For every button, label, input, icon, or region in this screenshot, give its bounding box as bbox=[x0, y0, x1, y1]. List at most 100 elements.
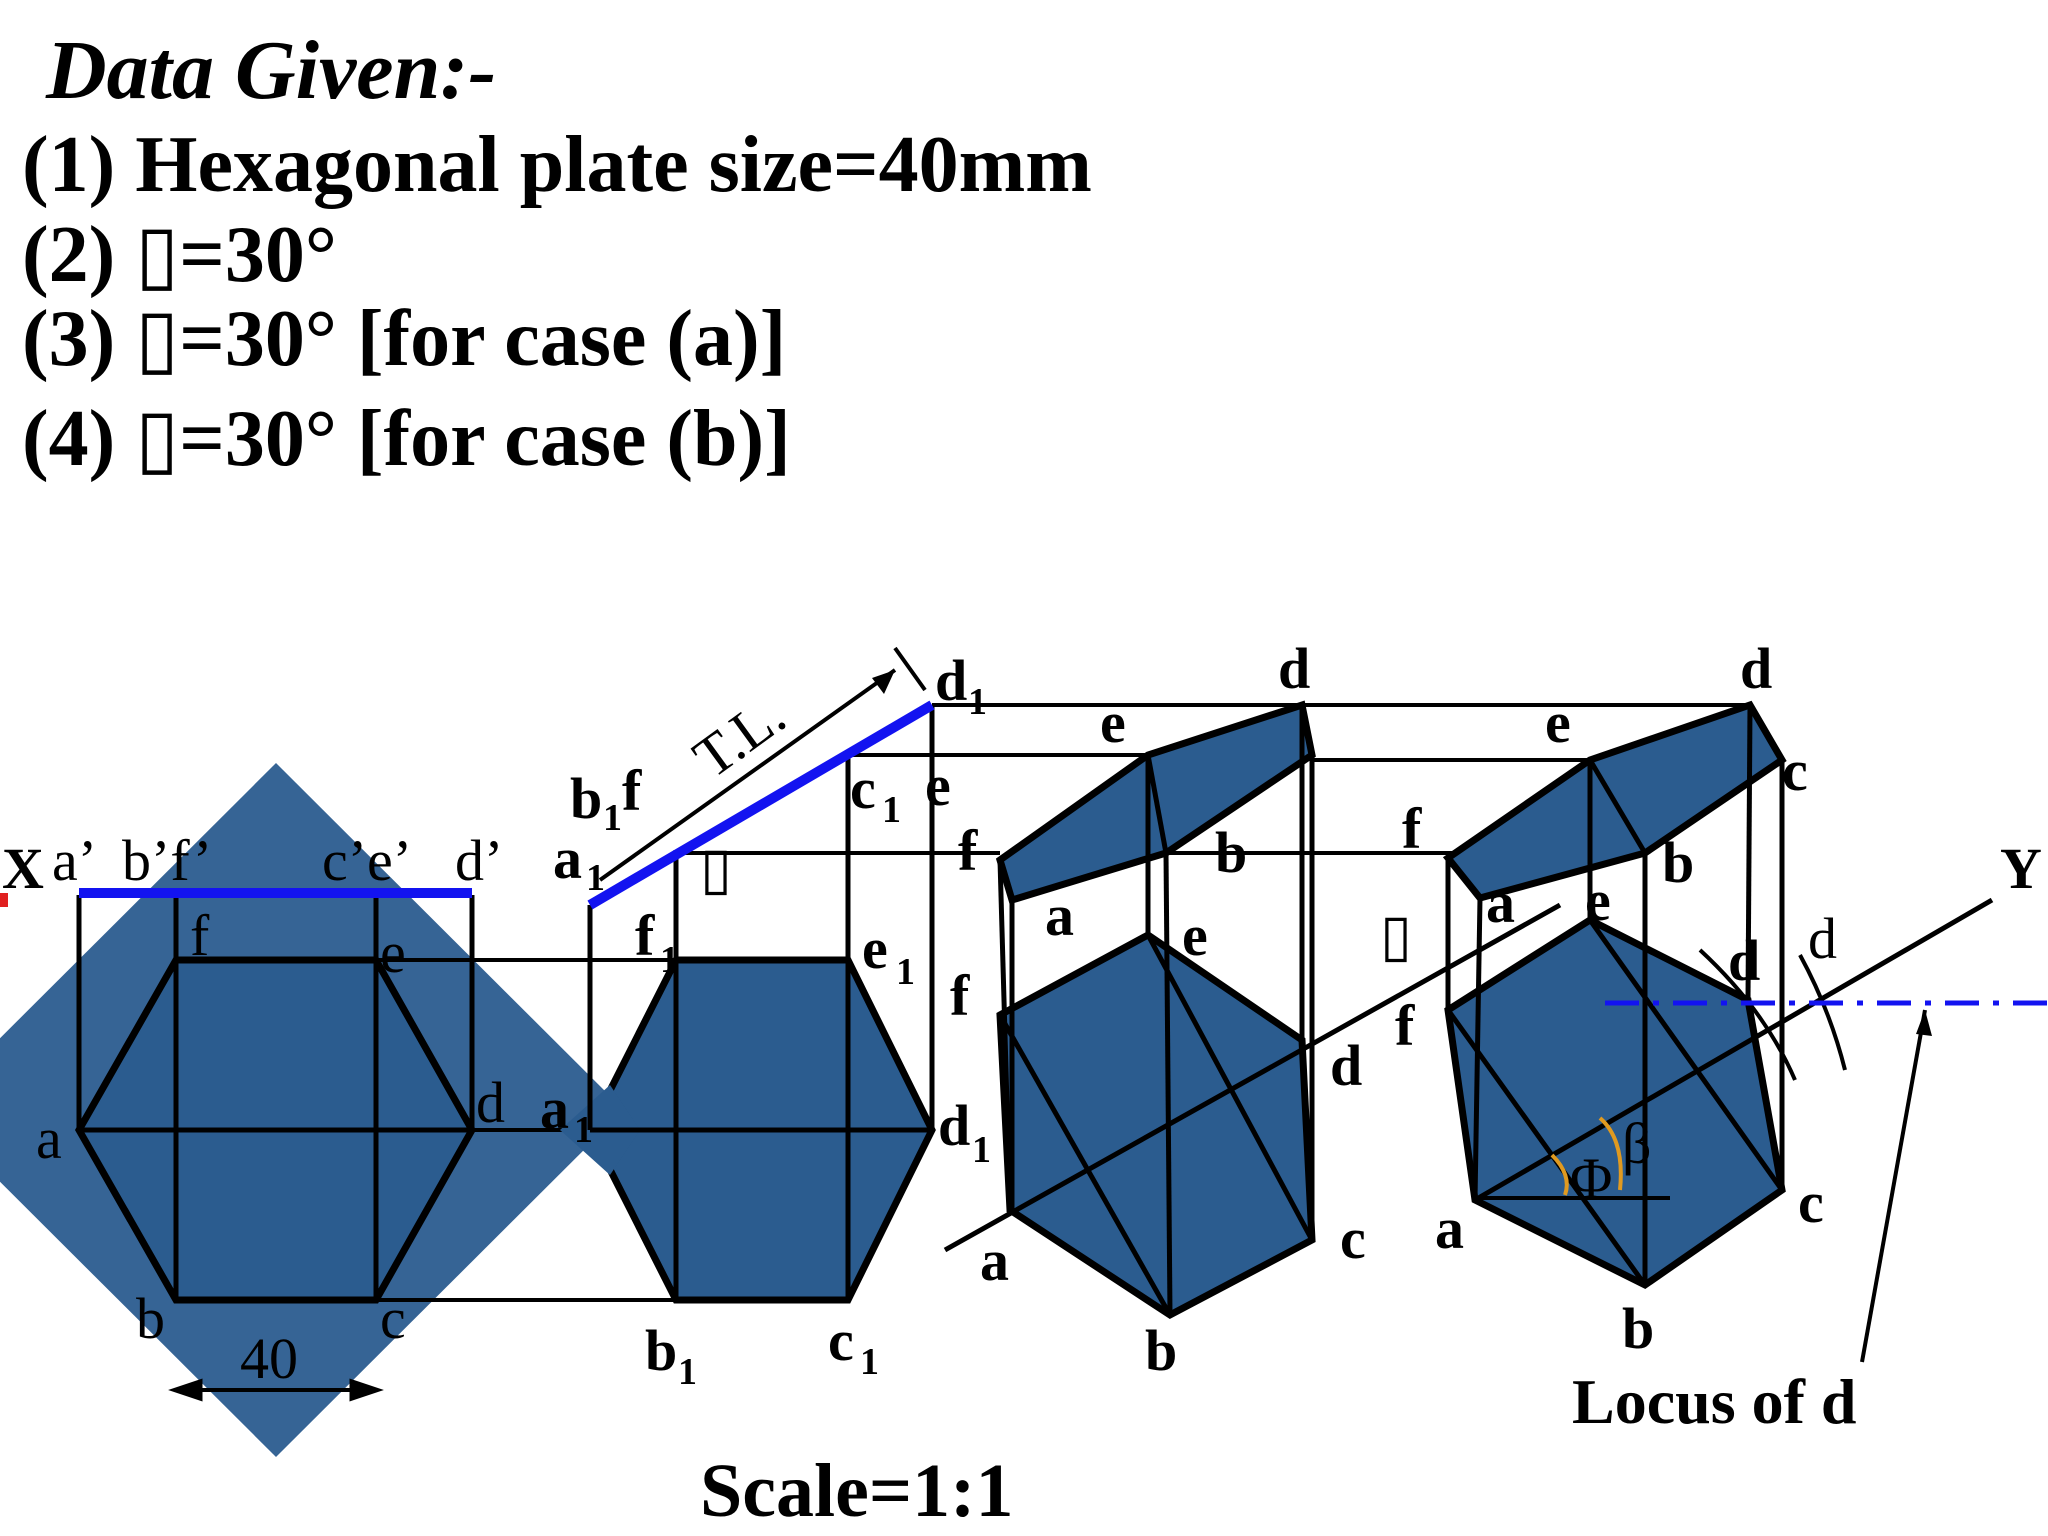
label-a: a bbox=[36, 1106, 62, 1171]
stage4-top-mid bbox=[1587, 758, 1648, 855]
tl-label: T.L. bbox=[681, 682, 797, 791]
label-b: b bbox=[136, 1286, 165, 1351]
stage4-label-c2-prime: c bbox=[1782, 738, 1808, 803]
sub-1f: 1 bbox=[660, 939, 679, 981]
stage3-angle-glyph: ▯ bbox=[1380, 903, 1412, 968]
xy-label-y: Y bbox=[2000, 836, 2042, 901]
stage3-label-d2: d bbox=[1330, 1033, 1362, 1098]
stage2-label-a1-prime: a bbox=[553, 826, 582, 891]
sub-1g: 1 bbox=[603, 797, 622, 839]
stage4-label-d1: d bbox=[1808, 906, 1837, 971]
stage2-label-f1-prime: f bbox=[622, 758, 642, 823]
label-ce-prime: c’e’ bbox=[322, 828, 412, 893]
stage2-labels: a 1 b 1 c 1 d 1 e 1 f 1 b 1 f c 1 e d 1 … bbox=[540, 648, 991, 1393]
stage4-label-e2-prime: e bbox=[1545, 690, 1571, 755]
locus-label: Locus of d bbox=[1572, 1366, 1857, 1437]
stage2-label-f1: f bbox=[635, 903, 655, 968]
locus-arc-2 bbox=[1798, 954, 1847, 1071]
label-c: c bbox=[380, 1286, 406, 1351]
stage4-label-f2: f bbox=[1395, 993, 1415, 1058]
label-e: e bbox=[380, 920, 406, 985]
stage4-diag2 bbox=[1587, 918, 1785, 1192]
stage2-plan bbox=[560, 646, 1308, 1304]
stage4-label-a2-prime: a bbox=[1486, 870, 1515, 935]
stage4-label-d2: d bbox=[1728, 928, 1760, 993]
stage2-tl-arrow bbox=[598, 668, 897, 882]
stage2-label-e1-prime: e bbox=[925, 753, 951, 818]
stage3-proj-1 bbox=[997, 859, 1013, 1211]
stage3-label-b2: b bbox=[1145, 1318, 1177, 1383]
stage4-diag1 bbox=[1445, 1008, 1648, 1287]
stage4-proj-5 bbox=[1745, 704, 1753, 1001]
data-given-heading: Data Given:- bbox=[46, 24, 497, 117]
stage4-label-d2-prime: d bbox=[1740, 636, 1772, 701]
sub-1h: 1 bbox=[882, 789, 901, 831]
stage3-label-b2-prime: b bbox=[1215, 820, 1247, 885]
stage3-label-c2: c bbox=[1340, 1206, 1366, 1271]
phi-arrow bbox=[1550, 1153, 1569, 1196]
stage2-edge-view bbox=[587, 700, 935, 910]
label-d-prime: d’ bbox=[455, 828, 503, 893]
beta-arrow bbox=[1598, 1116, 1623, 1191]
data-item-2: (2) ▯=30° bbox=[22, 211, 337, 299]
locus-pointer bbox=[1860, 1009, 1927, 1363]
sub-1j: 1 bbox=[586, 857, 605, 899]
stage4-label-a2: a bbox=[1435, 1196, 1464, 1261]
stage3-top-mid bbox=[1145, 754, 1169, 854]
data-item-1: (1) Hexagonal plate size=40mm bbox=[22, 121, 1092, 209]
stage4-labels: d e c f b a e f d d a b c Φ β bbox=[1395, 636, 1837, 1361]
stage3-label-f2: f bbox=[950, 963, 970, 1028]
stage4-long-line bbox=[1473, 897, 1994, 1203]
sub-1c: 1 bbox=[860, 1341, 879, 1383]
stage3 bbox=[943, 700, 1780, 1320]
stage3-label-e2: e bbox=[1182, 903, 1208, 968]
stage2-label-b1-prime: b bbox=[570, 766, 602, 831]
stage4-label-b2: b bbox=[1622, 1296, 1654, 1361]
locus-arc-1 bbox=[1698, 948, 1797, 1081]
stage3-label-a2: a bbox=[980, 1228, 1009, 1293]
stage4-label-f2-prime: f bbox=[1402, 796, 1422, 861]
scale-label: Scale=1:1 bbox=[700, 1449, 1014, 1533]
stage3-label-e2-prime: e bbox=[1100, 690, 1126, 755]
locus-pointer-arrowhead bbox=[1916, 1010, 1932, 1036]
dimension-arrow-left bbox=[168, 1378, 203, 1402]
dimension-arrow-right bbox=[349, 1378, 384, 1402]
stage3-proj-4 bbox=[1163, 852, 1173, 1316]
stage2-label-e1: e bbox=[862, 916, 888, 981]
stage3-diag1 bbox=[997, 1013, 1173, 1317]
sub-1i: 1 bbox=[968, 681, 987, 723]
stage3-long-line bbox=[943, 902, 1562, 1253]
sub-1e: 1 bbox=[896, 951, 915, 993]
data-item-3: (3) ▯=30° [for case (a)] bbox=[22, 295, 787, 383]
label-d: d bbox=[476, 1070, 505, 1135]
stage4-label-e2: e bbox=[1585, 868, 1611, 933]
phi-label: Φ bbox=[1570, 1146, 1612, 1211]
stage4 bbox=[1442, 700, 1994, 1363]
sub-1d: 1 bbox=[972, 1129, 991, 1171]
sub-1: 1 bbox=[574, 1109, 593, 1151]
stage2-tl-arrowhead bbox=[872, 670, 895, 694]
stage2-label-c1: c bbox=[828, 1308, 854, 1373]
stage3-labels: d e f b a f e d a b c bbox=[950, 636, 1366, 1383]
stage3-label-f2-prime: f bbox=[958, 818, 978, 883]
stage2-label-d1-prime: d bbox=[935, 648, 967, 713]
stage2-label-b1: b bbox=[645, 1318, 677, 1383]
stage4-label-b2-prime: b bbox=[1662, 830, 1694, 895]
label-f: f bbox=[190, 903, 210, 968]
stage4-proj-2 bbox=[1472, 897, 1483, 1201]
data-item-4: (4) ▯=30° [for case (b)] bbox=[22, 395, 791, 483]
label-bf-prime: b’f’ bbox=[122, 828, 212, 893]
dimension-text: 40 bbox=[240, 1326, 298, 1391]
xy-marker bbox=[0, 893, 8, 907]
stage2-tl-tick bbox=[893, 646, 927, 692]
stage4-label-c2: c bbox=[1798, 1170, 1824, 1235]
stage2-label-a1: a bbox=[540, 1076, 569, 1141]
stage3-label-d2-prime: d bbox=[1278, 636, 1310, 701]
label-a-prime: a’ bbox=[52, 828, 97, 893]
stage2-label-c1-prime: c bbox=[850, 756, 876, 821]
sub-1b: 1 bbox=[678, 1351, 697, 1393]
stage1-plan bbox=[74, 895, 676, 1402]
beta-label: β bbox=[1622, 1111, 1652, 1176]
stage3-hexagon bbox=[996, 930, 1316, 1320]
